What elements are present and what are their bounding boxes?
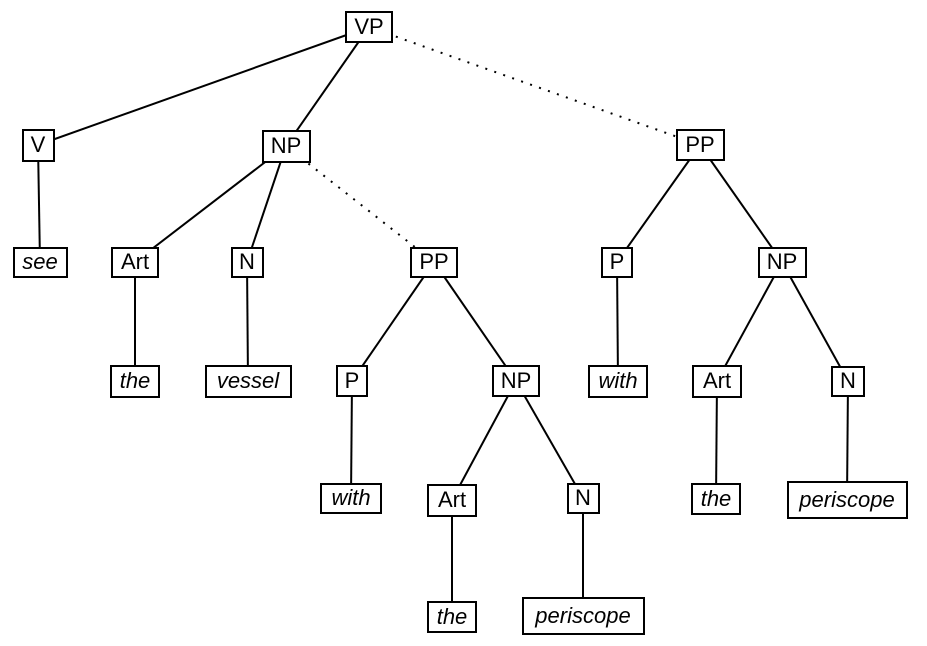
tree-node-label-pp2: PP <box>685 132 715 157</box>
tree-node-np2: NP <box>492 365 540 397</box>
tree-node-label-np1: NP <box>270 133 302 158</box>
tree-edge-vp-v <box>37 26 370 146</box>
tree-edge-v-see <box>37 144 41 263</box>
tree-node-pp2: PP <box>675 129 725 161</box>
tree-node-label-np2: NP <box>500 368 532 393</box>
tree-node-label-n2: N <box>575 485 591 510</box>
tree-node-label-n3: N <box>840 368 856 393</box>
tree-node-label-p1: P <box>344 368 360 393</box>
tree-edge-pp1-p1 <box>351 261 435 382</box>
tree-edge-p1-with1 <box>350 380 353 499</box>
tree-node-label-vp: VP <box>354 14 384 39</box>
tree-edge-pp2-np3 <box>699 144 783 263</box>
tree-edge-np1-pp1-ambiguous <box>285 145 435 263</box>
tree-node-see: see <box>12 246 68 278</box>
tree-node-label-art3: Art <box>702 368 732 393</box>
tree-node-vessel: vessel <box>204 364 292 398</box>
tree-node-label-periscope1: periscope <box>535 603 631 628</box>
tree-edge-n1-vessel <box>246 261 249 382</box>
tree-node-np3: NP <box>757 246 807 278</box>
tree-node-art1: Art <box>111 246 159 278</box>
tree-edge-pp2-p2 <box>616 144 701 263</box>
tree-node-label-np3: NP <box>766 249 798 274</box>
tree-node-label-with2: with <box>598 368 638 393</box>
tree-node-label-v: V <box>30 132 46 157</box>
tree-node-label-the1: the <box>119 368 151 393</box>
tree-edge-np3-art3 <box>716 261 783 382</box>
tree-node-label-art2: Art <box>437 487 467 512</box>
tree-node-n1: N <box>230 246 264 278</box>
tree-node-p2: P <box>601 246 633 278</box>
tree-node-label-the2: the <box>436 604 468 629</box>
tree-node-p1: P <box>336 365 368 397</box>
tree-node-vp: VP <box>345 11 393 43</box>
tree-node-n2: N <box>566 482 600 514</box>
tree-edge-np3-n3 <box>781 261 849 382</box>
tree-edge-n3-periscope2 <box>846 380 849 501</box>
tree-edge-np2-art2 <box>451 380 517 501</box>
tree-node-with1: with <box>320 482 382 514</box>
tree-edge-np2-n2 <box>515 380 584 499</box>
tree-node-the2: the <box>427 601 477 633</box>
tree-node-the3: the <box>691 483 741 515</box>
tree-node-label-vessel: vessel <box>216 368 280 393</box>
tree-node-art3: Art <box>692 364 742 398</box>
tree-edge-pp1-np2 <box>433 261 517 382</box>
tree-node-periscope2: periscope <box>786 481 908 519</box>
tree-node-art2: Art <box>427 483 477 517</box>
tree-edge-np1-art1 <box>134 145 287 263</box>
tree-edge-vp-pp2-ambiguous <box>368 26 701 146</box>
tree-edge-art3-the3 <box>715 380 718 500</box>
tree-edge-np1-n1 <box>246 145 287 263</box>
tree-node-label-pp1: PP <box>419 249 449 274</box>
tree-node-np1: NP <box>261 129 311 163</box>
tree-node-v: V <box>21 128 55 162</box>
tree-node-the1: the <box>110 364 160 398</box>
tree-edge-p2-with2 <box>616 261 619 382</box>
tree-node-n3: N <box>831 365 865 397</box>
tree-node-label-periscope2: periscope <box>799 487 895 512</box>
tree-node-label-the3: the <box>700 486 732 511</box>
tree-node-label-n1: N <box>239 249 255 274</box>
tree-node-label-p2: P <box>609 249 625 274</box>
tree-node-pp1: PP <box>410 246 458 278</box>
tree-edge-vp-np1 <box>285 26 370 147</box>
tree-node-with2: with <box>588 364 648 398</box>
tree-node-label-art1: Art <box>120 249 150 274</box>
tree-node-label-see: see <box>22 249 58 274</box>
tree-node-periscope1: periscope <box>521 597 645 635</box>
tree-node-label-with1: with <box>331 485 371 510</box>
